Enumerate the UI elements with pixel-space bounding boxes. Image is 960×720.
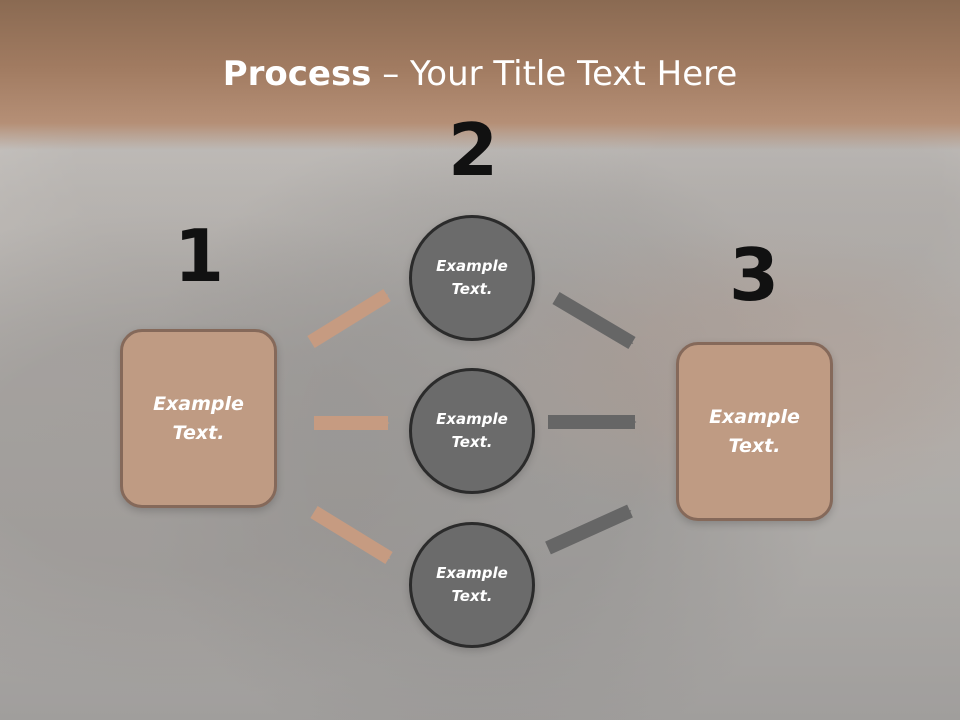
right-example-line-2: Text. [728, 434, 781, 457]
step-number-1: 1 [173, 214, 225, 298]
process-circle-3[interactable]: Example Text. [409, 522, 535, 648]
left-example-text: Example Text. [153, 390, 244, 448]
circle-2-line-2: Text. [451, 433, 493, 451]
step-number-3: 3 [728, 233, 780, 317]
process-circle-2[interactable]: Example Text. [409, 368, 535, 494]
title-band [0, 0, 960, 150]
step-number-2: 2 [447, 108, 499, 192]
arrow-circle-3-to-right [545, 504, 633, 555]
process-circle-1[interactable]: Example Text. [409, 215, 535, 341]
circle-3-line-2: Text. [451, 587, 493, 605]
arrow-circle-1-to-right [552, 291, 636, 350]
circle-1-text: Example Text. [436, 255, 508, 301]
right-example-line-1: Example [709, 405, 800, 428]
circle-1-line-1: Example [436, 257, 508, 275]
circle-2-line-1: Example [436, 410, 508, 428]
arrow-left-to-circle-1 [307, 289, 391, 348]
right-example-text: Example Text. [709, 403, 800, 461]
left-example-box[interactable]: Example Text. [120, 329, 277, 508]
circle-2-text: Example Text. [436, 408, 508, 454]
arrow-left-to-circle-3 [310, 506, 393, 564]
right-example-box[interactable]: Example Text. [676, 342, 833, 521]
left-example-line-1: Example [153, 392, 244, 415]
circle-1-line-2: Text. [451, 280, 493, 298]
title-rest-text: – Your Title Text Here [371, 54, 738, 94]
title-bold-text: Process [222, 54, 372, 94]
circle-3-text: Example Text. [436, 562, 508, 608]
slide-title: Process – Your Title Text Here [0, 52, 960, 96]
left-example-line-2: Text. [172, 421, 225, 444]
circle-3-line-1: Example [436, 564, 508, 582]
